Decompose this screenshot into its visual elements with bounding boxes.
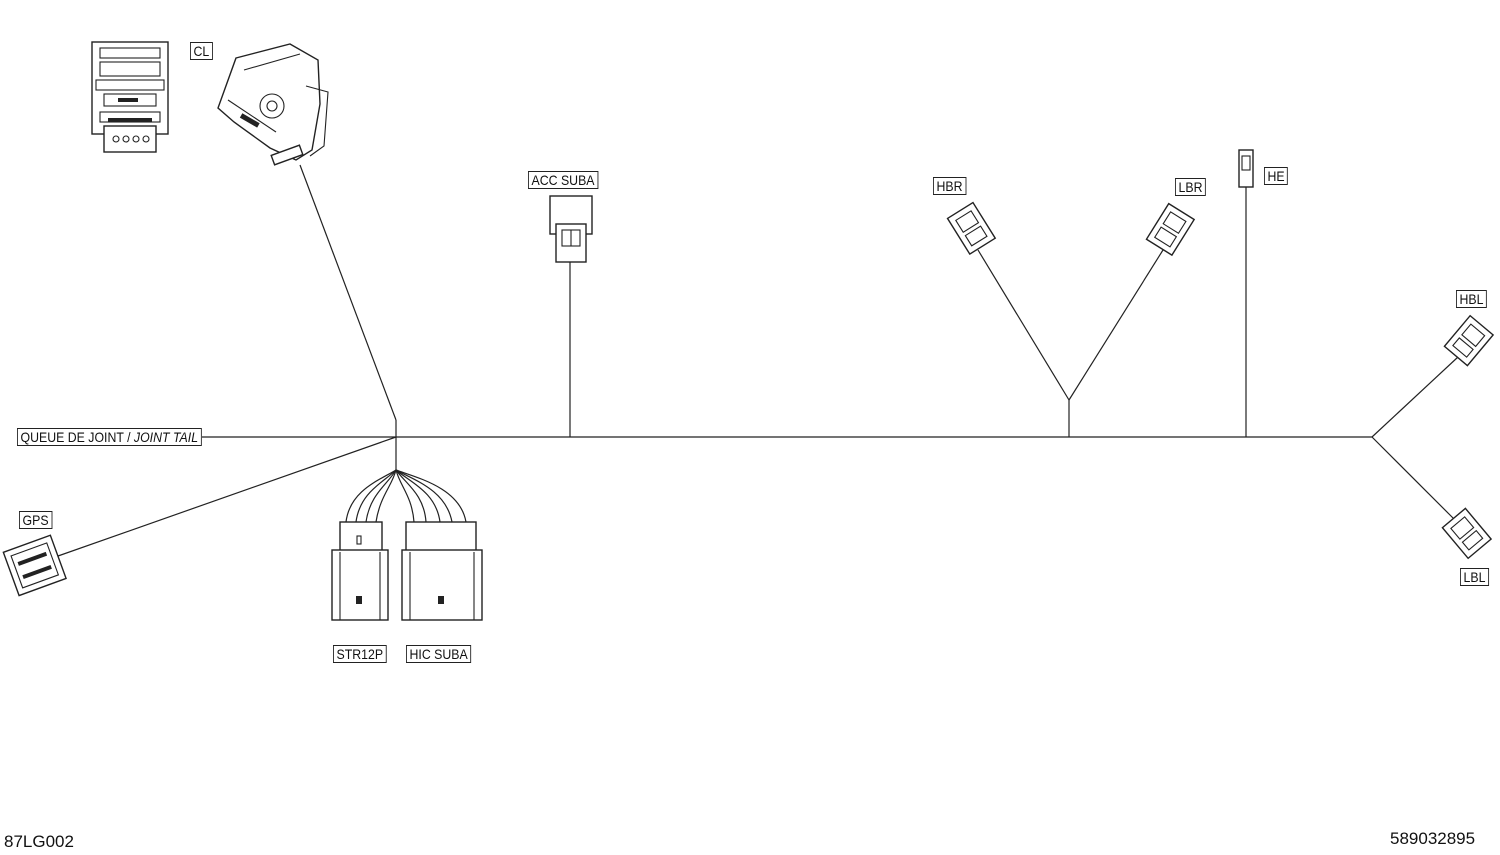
- connector-acc-suba-icon: [549, 195, 593, 263]
- figure-code: 87LG002: [4, 832, 74, 851]
- label-cl: CL: [190, 42, 213, 60]
- connector-lbl-icon: [1441, 507, 1493, 560]
- connector-str12p-icon: [331, 521, 389, 621]
- connector-gps-icon: [2, 534, 67, 597]
- part-number: 589032895: [1390, 829, 1476, 848]
- connector-cl-icon: [91, 41, 169, 153]
- label-hbl: HBL: [1456, 290, 1488, 308]
- connector-hbl-icon: [1443, 314, 1495, 367]
- label-lbl: LBL: [1460, 568, 1489, 586]
- connector-hic-suba-icon: [401, 521, 483, 621]
- label-lbr: LBR: [1175, 178, 1207, 196]
- connector-lbr-icon: [1145, 202, 1196, 257]
- label-hic-suba: HIC SUBA: [406, 645, 472, 663]
- connector-cl-side-icon: [217, 43, 329, 166]
- label-joint-tail: QUEUE DE JOINT / JOINT TAIL: [17, 428, 202, 446]
- label-hbr: HBR: [933, 177, 967, 195]
- joint-tail-text: QUEUE DE JOINT /: [20, 429, 131, 445]
- joint-tail-italic-text: JOINT TAIL: [133, 429, 199, 445]
- label-gps: GPS: [19, 511, 53, 529]
- label-he: HE: [1264, 167, 1289, 185]
- label-acc-suba: ACC SUBA: [528, 171, 599, 189]
- label-str12p: STR12P: [333, 645, 387, 663]
- connector-hbr-icon: [946, 201, 997, 256]
- harness-branches: [57, 164, 1459, 557]
- connector-he-icon: [1238, 149, 1254, 188]
